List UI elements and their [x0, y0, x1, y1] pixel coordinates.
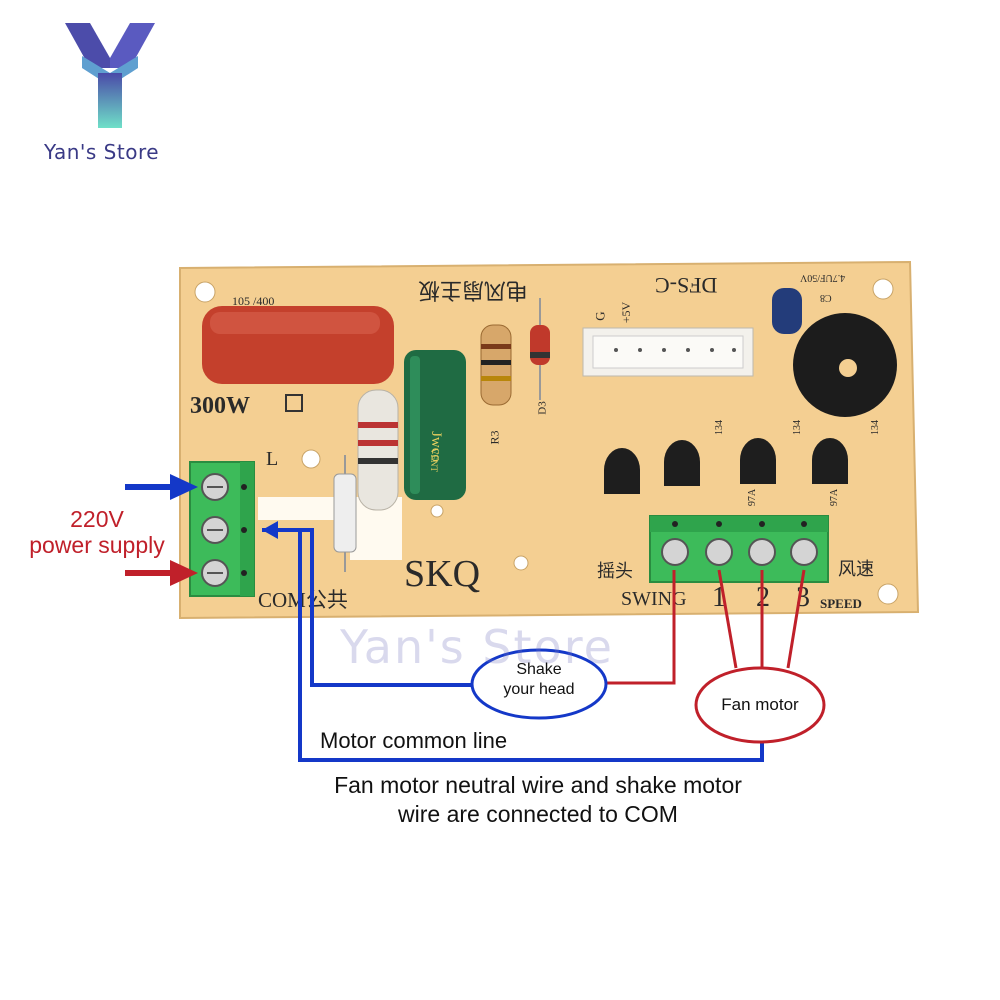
swing-label: SWING: [621, 588, 687, 610]
caption-line2: wire are connected to COM: [398, 801, 678, 827]
power-rating: 300W: [190, 393, 250, 419]
caption-line1: Fan motor neutral wire and shake motor: [334, 772, 742, 798]
speed-label-cn: 风速: [838, 559, 874, 580]
watermark: Yan's Store: [340, 620, 614, 674]
fan-motor-ellipse: [694, 666, 826, 744]
shake-head-ellipse: [470, 648, 608, 720]
neutral-arrow-icon: [170, 474, 198, 500]
live-arrow-icon: [170, 560, 198, 586]
com-label: COM公共: [258, 588, 348, 612]
fan-motor-label: Fan motor: [721, 695, 799, 714]
power-supply-label-line2: power supply: [29, 532, 165, 558]
cap-rating: 105 /400: [232, 294, 275, 308]
terminal-mark-l: L: [266, 448, 279, 470]
shake-head-line2: your head: [503, 681, 575, 698]
yan-store-logo-icon: [65, 23, 155, 128]
brand-mark: SKQ: [404, 553, 481, 595]
motor-common-label: Motor common line: [320, 728, 508, 753]
swing-label-cn: 摇头: [597, 561, 633, 582]
power-supply-label-line1: 220V: [70, 506, 124, 532]
com-arrow-icon: [262, 521, 278, 539]
shake-head-line1: Shake: [516, 661, 562, 678]
speed-label: SPEED: [820, 596, 862, 611]
brand-name: Yan's Store: [44, 140, 160, 164]
